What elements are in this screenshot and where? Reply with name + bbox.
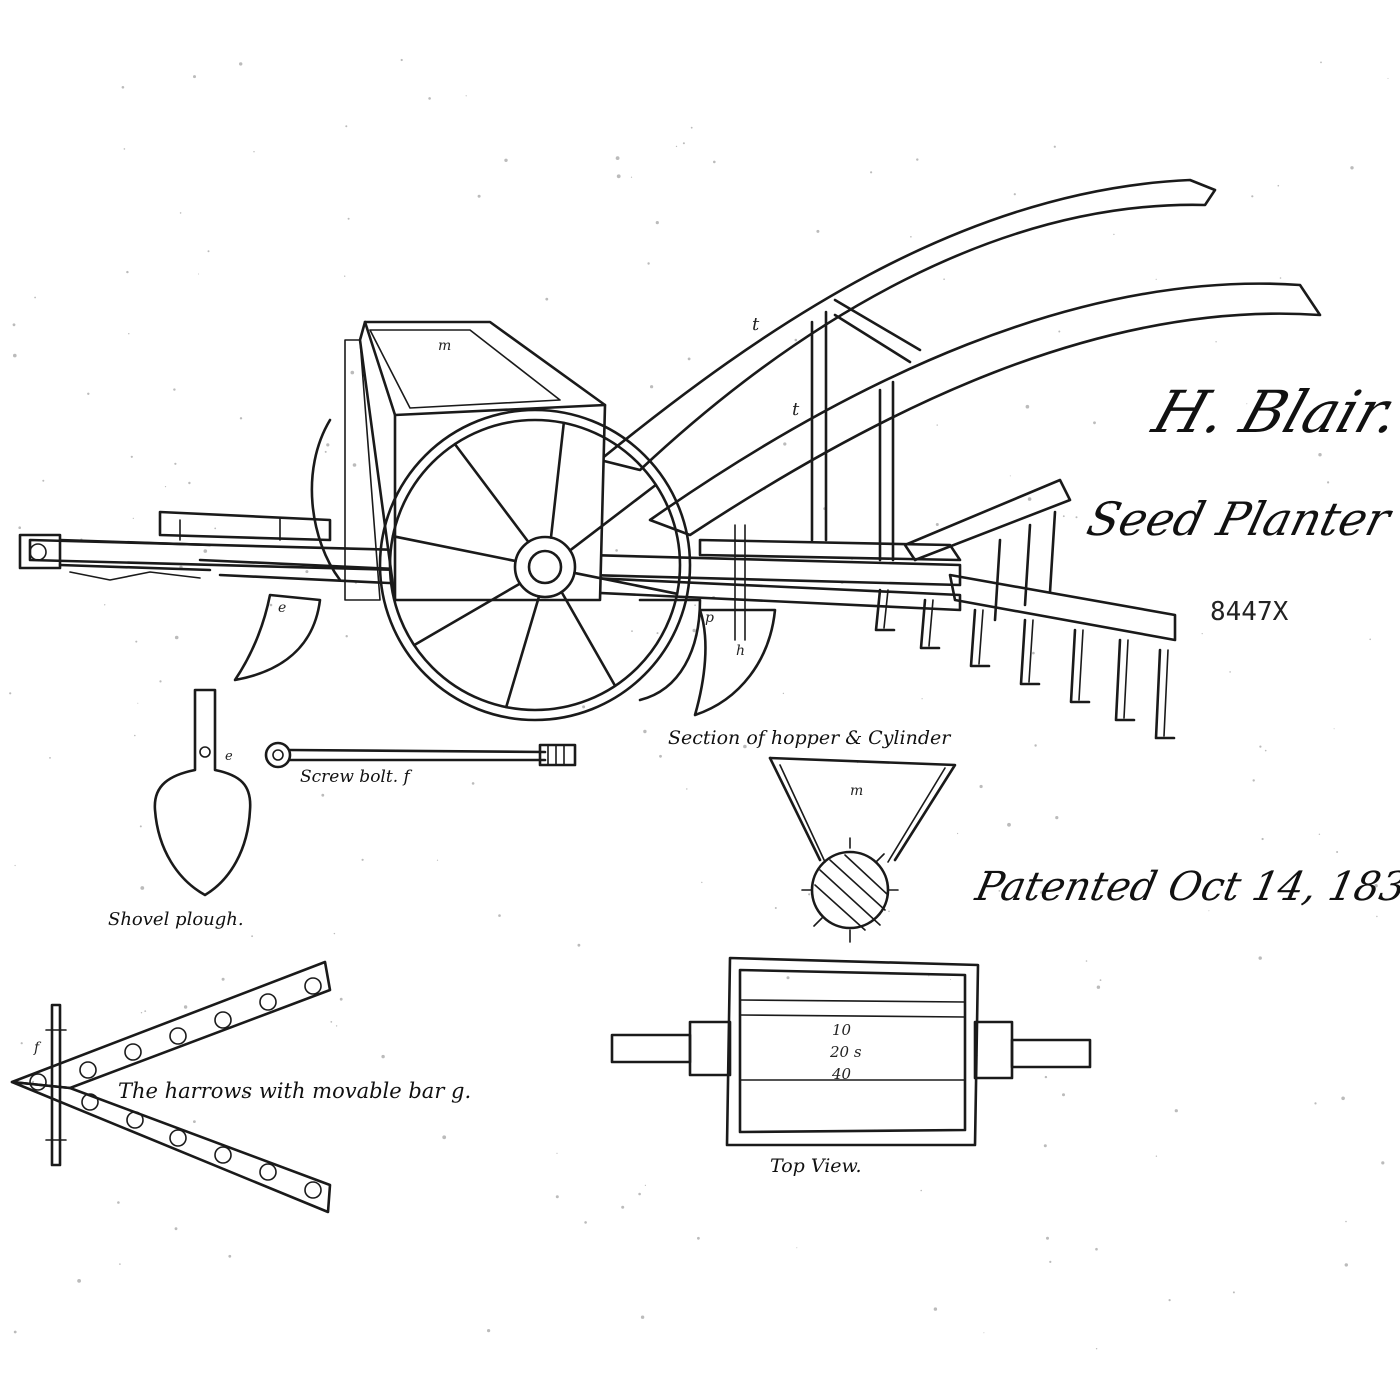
wheel-spoke [573,571,679,596]
wheel-spoke [568,483,658,552]
harrow-caption: The harrows with movable bar g. [118,1079,471,1103]
drive-wheel [378,408,692,722]
inventor-name: H. Blair. [1144,379,1400,446]
harrow-tooth [919,598,941,650]
harrow-hole [126,1111,144,1129]
harrow-hole [214,1011,232,1029]
harrow-tooth [1019,618,1041,686]
harrow-tooth [874,588,896,632]
screw-bolt-caption: Screw bolt. f [300,767,413,787]
blade-letter-2: h [736,643,745,659]
wheel-spoke [391,534,517,563]
harrow-hole [79,1061,97,1079]
harrow-hole [259,993,277,1011]
handle-letter-lower: t [792,399,800,420]
wheel-spoke [412,582,522,647]
harrow-tooth [1114,638,1136,722]
harrow-letter: f [33,1040,42,1056]
top-view-caption: Top View. [770,1155,862,1177]
front-shovel-letter: e [278,600,286,616]
handle-letter-upper: t [752,314,760,335]
harrow-hole [259,1163,277,1181]
harrow-tooth [1069,628,1091,704]
top-view-detail: 10 20 s 40 Top View. [610,956,1092,1177]
shovel-plough-detail: e Shovel plough. [108,688,252,930]
hopper-letter: m [438,338,451,354]
patent-date: Patented Oct 14, 1834. [971,862,1400,909]
harrow-hole [124,1043,142,1061]
harrow-hole [304,1181,322,1199]
hopper-section-detail: Section of hopper & Cylinder m [668,727,957,943]
patent-number: 8447X [1210,597,1289,627]
harrow-hole [29,1073,47,1091]
rear-wheel-rim [310,418,342,582]
wheel-spoke [504,595,541,709]
shovel-plough-caption: Shovel plough. [108,909,244,930]
wheel-spoke [560,590,617,688]
harrow-hole [304,977,322,995]
wheel-spoke [549,421,566,539]
section-caption: Section of hopper & Cylinder [668,727,952,749]
harrow-hole [214,1146,232,1164]
harrow-hole [169,1129,187,1147]
cylinder-mark-40: 40 [831,1065,852,1083]
cylinder-mark-20: 20 s [829,1043,862,1061]
front-shovel: e [233,593,322,682]
harrow-hole [81,1093,99,1111]
rear-harrow [874,478,1177,740]
blade-letter: p [705,610,714,626]
harrow-tooth [969,608,991,668]
hopper: m [344,320,607,602]
screw-bolt-detail: Screw bolt. f [264,741,577,787]
harrow-detail: f The harrows with movable bar g. [10,960,471,1214]
wheel-spoke [453,442,530,544]
cylinder-mark-10: 10 [832,1021,852,1039]
rear-shovel: p h [638,598,777,717]
handles: t t [598,178,1322,562]
shovel-letter: e [225,749,233,764]
invention-title: Seed Planter [1082,494,1398,547]
section-hopper-letter: m [850,783,863,799]
harrow-hole [169,1027,187,1045]
harrow-tooth [1154,648,1176,740]
